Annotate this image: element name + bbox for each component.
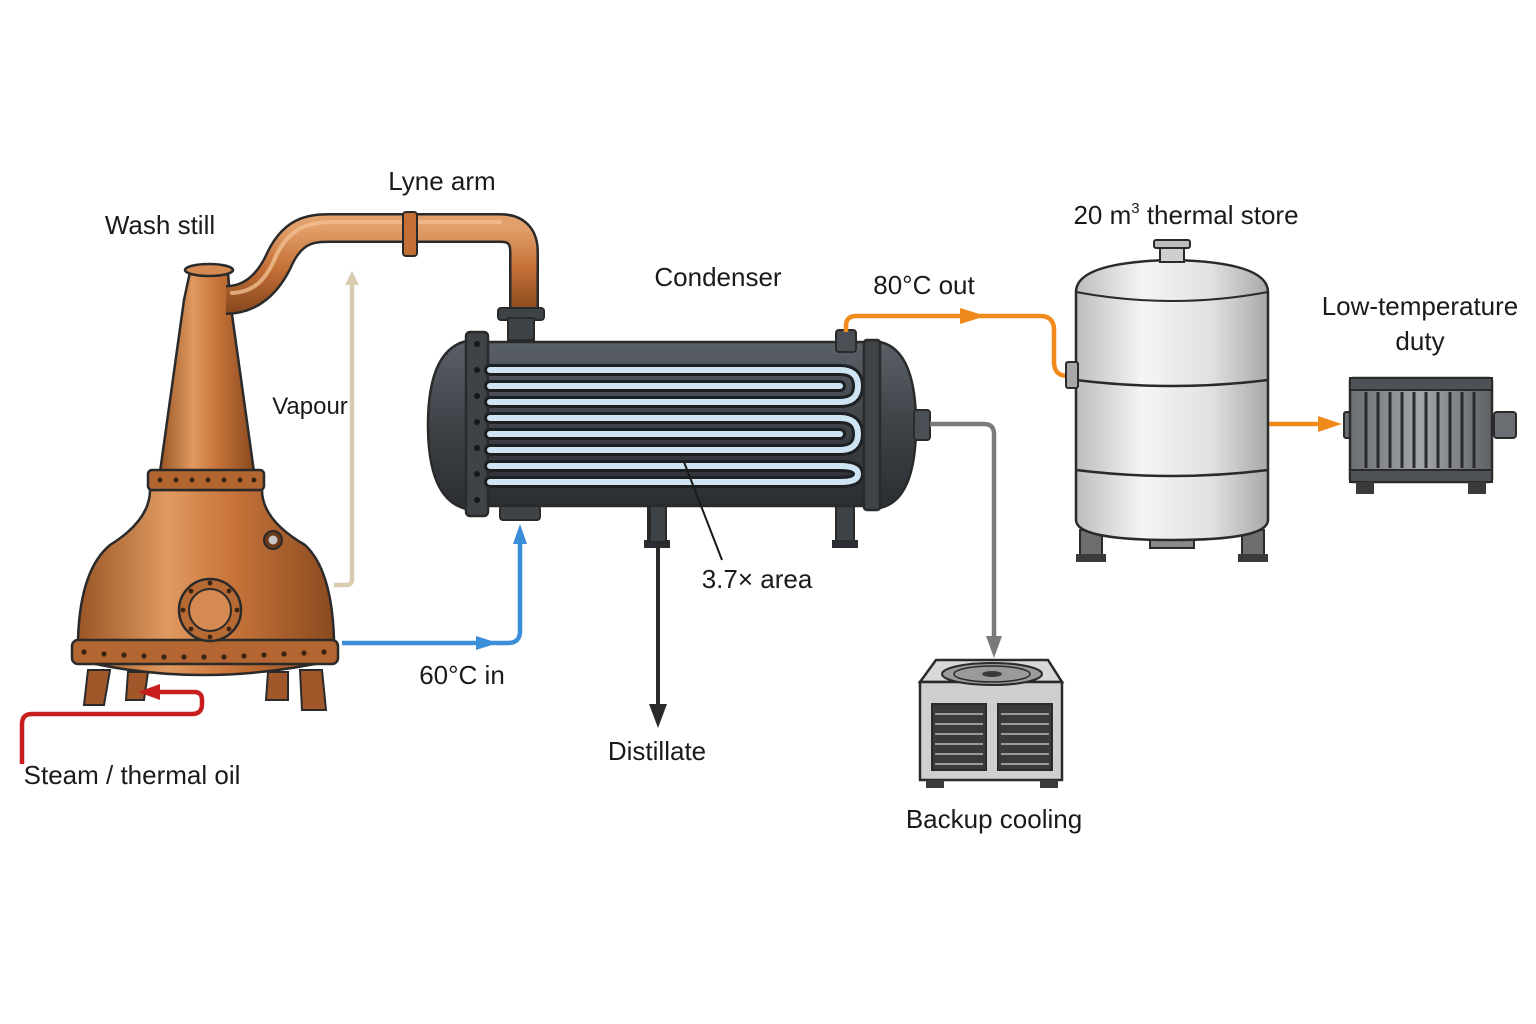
low-temperature-duty-unit: [1343, 376, 1517, 494]
heat-source-line: [19, 689, 205, 764]
wash-still: [70, 262, 340, 711]
low-temperature-duty-label-line1: Low-temperature: [1322, 291, 1519, 321]
hot-outlet-line: [843, 313, 1072, 379]
outlet-temperature-label: 80°C out: [873, 270, 975, 300]
backup-cooling-label: Backup cooling: [906, 804, 1082, 834]
condenser-tube-bundle: [484, 364, 865, 488]
heat-source-label: Steam / thermal oil: [24, 760, 241, 790]
vapour-label: Vapour: [272, 393, 348, 420]
distillate-label: Distillate: [608, 736, 706, 766]
cold-inlet-line: [342, 532, 523, 646]
wash-still-label: Wash still: [105, 210, 215, 240]
vapour-flow-line: [334, 271, 359, 588]
condenser: [426, 329, 931, 548]
area-label: 3.7× area: [702, 564, 813, 594]
thermal-store-tank: [1065, 239, 1270, 562]
condenser-label: Condenser: [654, 262, 782, 292]
area-leader-line: [683, 461, 723, 561]
thermal-store-unit-superscript: 3: [1131, 200, 1139, 217]
backup-cooling-line: [930, 421, 997, 648]
low-temperature-duty-label-line2: duty: [1395, 326, 1444, 356]
thermal-store-label: 20 m3 thermal store: [1073, 200, 1298, 230]
lyne-arm: [225, 211, 545, 341]
backup-cooling-unit: [917, 658, 1065, 788]
inlet-temperature-label: 60°C in: [419, 660, 505, 690]
lyne-arm-label: Lyne arm: [388, 166, 495, 196]
